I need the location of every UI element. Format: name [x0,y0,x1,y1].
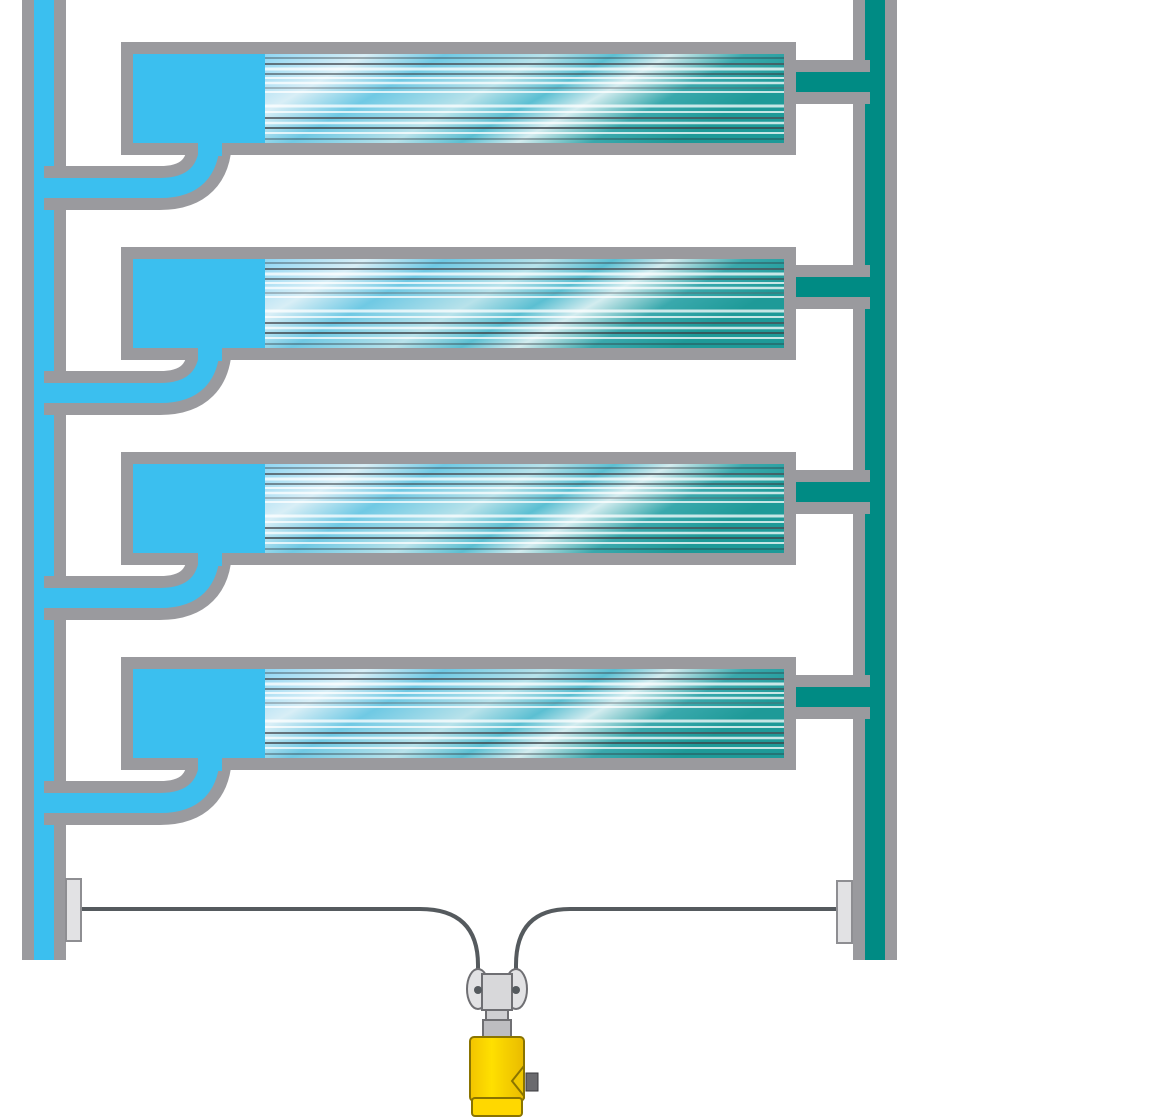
left-diaphragm-seal [65,878,82,942]
outlet-branch-pipe [780,72,880,92]
left-capillary-line [80,907,480,990]
filter-vessel-4 [44,657,880,825]
differential-pressure-transmitter [466,968,539,1117]
right-diaphragm-seal [836,880,853,944]
filter-cartridge [265,669,784,758]
inlet-chamber [133,259,268,348]
filter-vessel-3 [44,452,880,620]
filter-vessels [44,42,880,825]
filter-vessel-1 [44,42,880,210]
right-capillary-line [514,907,838,990]
cable-gland [525,1072,539,1092]
filter-cartridge [265,54,784,143]
capillary-lines [80,907,838,990]
outlet-branch-pipe [780,687,880,707]
filter-cartridge [265,464,784,553]
inlet-chamber [133,669,268,758]
diaphragm-seals [65,878,853,944]
filter-vessel-2 [44,247,880,415]
inlet-chamber [133,54,268,143]
transmitter-housing [469,1036,525,1102]
outlet-branch-pipe [780,277,880,297]
inlet-chamber [133,464,268,553]
outlet-branch-pipe [780,482,880,502]
filter-cartridge [265,259,784,348]
